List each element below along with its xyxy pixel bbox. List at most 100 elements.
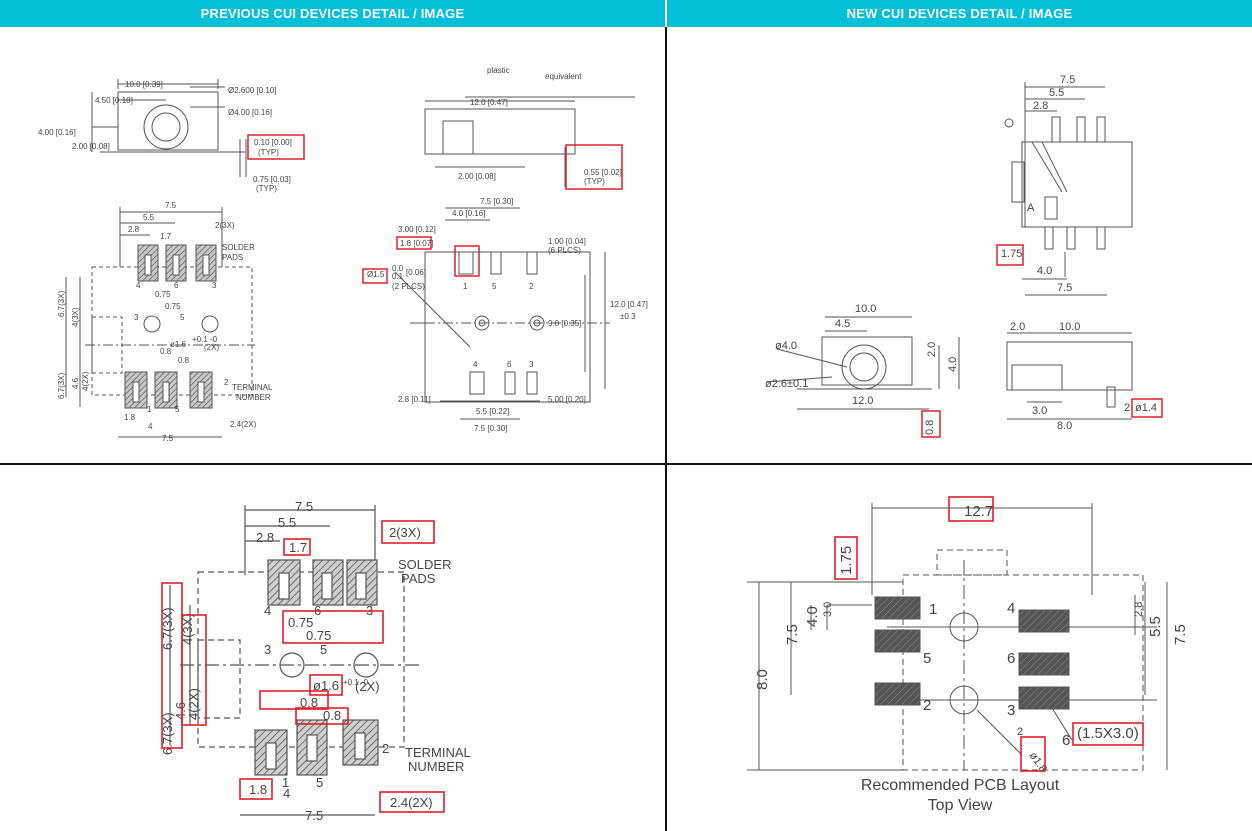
layout-dim-pm: ±0.3 (620, 312, 636, 321)
pcb-pad-4 (1018, 609, 1070, 633)
pads-large-dim-4-3x: 4(3X) (180, 613, 195, 645)
highlight-box (381, 520, 435, 544)
pads-large-dim-2-8: 2.8 (256, 530, 274, 545)
highlight-box (282, 610, 384, 644)
highlight-box (565, 144, 623, 190)
pcb-pad-number: 1 (929, 601, 937, 618)
new-dim-8-0: 8.0 (1057, 420, 1072, 432)
pads-dim-5: 5 (180, 313, 185, 322)
layout-dim-plcs: (2 PLCS) (392, 282, 425, 291)
terminal-number: 4 (136, 281, 141, 290)
pads-solder-label: SOLDER (222, 243, 255, 252)
pads-large-dim-phi: ø1.6 (313, 678, 339, 693)
pcb-hole-bottom (949, 685, 979, 715)
highlight-box (454, 245, 480, 277)
layout-dim-phi: Ø1.5 (367, 270, 385, 279)
new-dim-phi-1-4: ø1.4 (1135, 402, 1157, 414)
layout-dim-4-0: 4.0 [0.16] (452, 209, 485, 218)
pcb-dim-5-5: 5.5 (1147, 616, 1164, 637)
previous-bottom-drawing: 7.5 5.5 2.8 1.7 2(3X) SOLDER PADS 6.7(3X… (160, 499, 471, 823)
layout-pin-number: 4 (473, 360, 478, 369)
pads-large-dim-4-6: 4.6 (173, 702, 188, 720)
highlight-box (259, 690, 329, 710)
new-dim-7-5: 7.5 (1060, 74, 1075, 86)
layout-dim-3-00: 3.00 [0.12] (398, 225, 436, 234)
new-dim-2: 2 (1124, 402, 1130, 414)
highlight-box (996, 244, 1024, 266)
layout-pin-number: 6 (507, 360, 512, 369)
pads-large-dim-5-5: 5.5 (278, 515, 296, 530)
header-new-title: NEW CUI DEVICES DETAIL / IMAGE (846, 6, 1073, 21)
dim-pin-typ: (TYP) (256, 184, 277, 193)
pads-dim-7-5-b: 7.5 (162, 434, 174, 443)
pads-large-pads-label: PADS (401, 571, 436, 586)
highlight-box (239, 778, 273, 800)
pads-dim-4-6: 4.6 (71, 377, 80, 389)
dim-width: 10.0 [0.39] (125, 80, 163, 89)
new-dim-3-0: 3.0 (1032, 405, 1047, 417)
pcb-hole-top (949, 612, 979, 642)
pads-dim-2-4: 2.4(2X) (230, 420, 257, 429)
dim-side-length: 12.0 [0.47] (470, 98, 508, 107)
layout-pin-number: 1 (463, 282, 468, 291)
pads-large-dim-1-7: 1.7 (289, 540, 307, 555)
layout-outline (424, 251, 591, 403)
header-separator (665, 0, 667, 27)
pcb-dim-6: 6 (1062, 732, 1070, 749)
pcb-pad-5 (874, 629, 921, 653)
new-dim-phi-2-6: ø2.6±0.1 (765, 378, 808, 390)
pads-dim-phi: ø1.6 (170, 340, 187, 349)
new-dim-2-0: 2.0 (926, 342, 938, 357)
pads-pads-label: PADS (222, 253, 243, 262)
new-top-drawing: 7.5 5.5 2.8 A 1.75 4.0 7.5 10.0 4.5 ø4.0… (765, 74, 1163, 438)
pads-dim-4: 4 (148, 422, 153, 431)
front-body-outline (117, 91, 219, 151)
dim-height: 4.00 [0.16] (38, 128, 76, 137)
layout-dim-7-5: 7.5 [0.30] (480, 197, 513, 206)
pads-dim-4-3x: 4(3X) (71, 307, 80, 327)
new-dim-12-0: 12.0 (852, 395, 873, 407)
highlight-box (834, 536, 858, 580)
new-bottom-drawing: 12.7 1.75 8.0 7.5 4.0 3.0 2.8 5.5 7.5 1 … (747, 496, 1189, 775)
panel-previous-bottom: 7.5 5.5 2.8 1.7 2(3X) SOLDER PADS 6.7(3X… (0, 465, 665, 831)
highlight-box (948, 496, 994, 522)
highlight-box (247, 134, 305, 160)
pcb-pad-3 (1018, 686, 1070, 710)
new-dim-4-0: 4.0 (1037, 265, 1052, 277)
pads-dim-3: 3 (134, 313, 139, 322)
pads-dim-0-8-b: 0.8 (178, 356, 190, 365)
pcb-dim-12-7: 12.7 (964, 503, 993, 520)
pcb-dim-7-5: 7.5 (784, 624, 801, 645)
layout-dim-7-5-b: 7.5 [0.30] (474, 424, 507, 433)
pcb-pad-number: 6 (1007, 650, 1015, 667)
pcb-dim-pad-size: (1.5X3.0) (1077, 725, 1139, 742)
dim-thick-typ: (TYP) (258, 148, 279, 157)
header-new: NEW CUI DEVICES DETAIL / IMAGE (667, 0, 1252, 27)
pads-large-dim-phi-2x: (2X) (355, 679, 380, 694)
layout-dim-2-8: 2.8 [0.11] (398, 395, 431, 404)
pads-terminal-label: TERMINAL (232, 383, 273, 392)
pcb-dim-8-0: 8.0 (754, 669, 771, 690)
terminal-number: 2 (382, 741, 389, 756)
dim-thick: 0.10 [0.00] (254, 138, 292, 147)
highlight-box (309, 674, 343, 696)
terminal-number: 5 (175, 405, 180, 414)
highlight-box (295, 707, 349, 725)
layout-dim-5-00: 5.00 [0.20] (548, 395, 586, 404)
terminal-number: 1 (147, 405, 152, 414)
pcb-dim-1-75: 1.75 (838, 546, 855, 575)
header-previous-title: PREVIOUS CUI DEVICES DETAIL / IMAGE (200, 6, 465, 21)
layout-pin-number: 3 (529, 360, 534, 369)
highlight-box (362, 268, 388, 284)
layout-dim-12-0: 12.0 [0.47] (610, 300, 648, 309)
new-body-outline (1021, 141, 1133, 228)
pads-large-dim-5: 5 (320, 642, 327, 657)
pads-dim-phi-2x: (2X) (204, 343, 219, 352)
new-dim-10-0-b: 10.0 (1059, 321, 1080, 333)
new-dim-4-5: 4.5 (835, 318, 850, 330)
pads-dim-5-5: 5.5 (143, 213, 155, 222)
dim-half: 4.50 [0.18] (95, 96, 133, 105)
highlight-box (1072, 722, 1144, 746)
dim-pin: 0.75 [0.03] (253, 175, 291, 184)
highlight-box (181, 614, 207, 726)
